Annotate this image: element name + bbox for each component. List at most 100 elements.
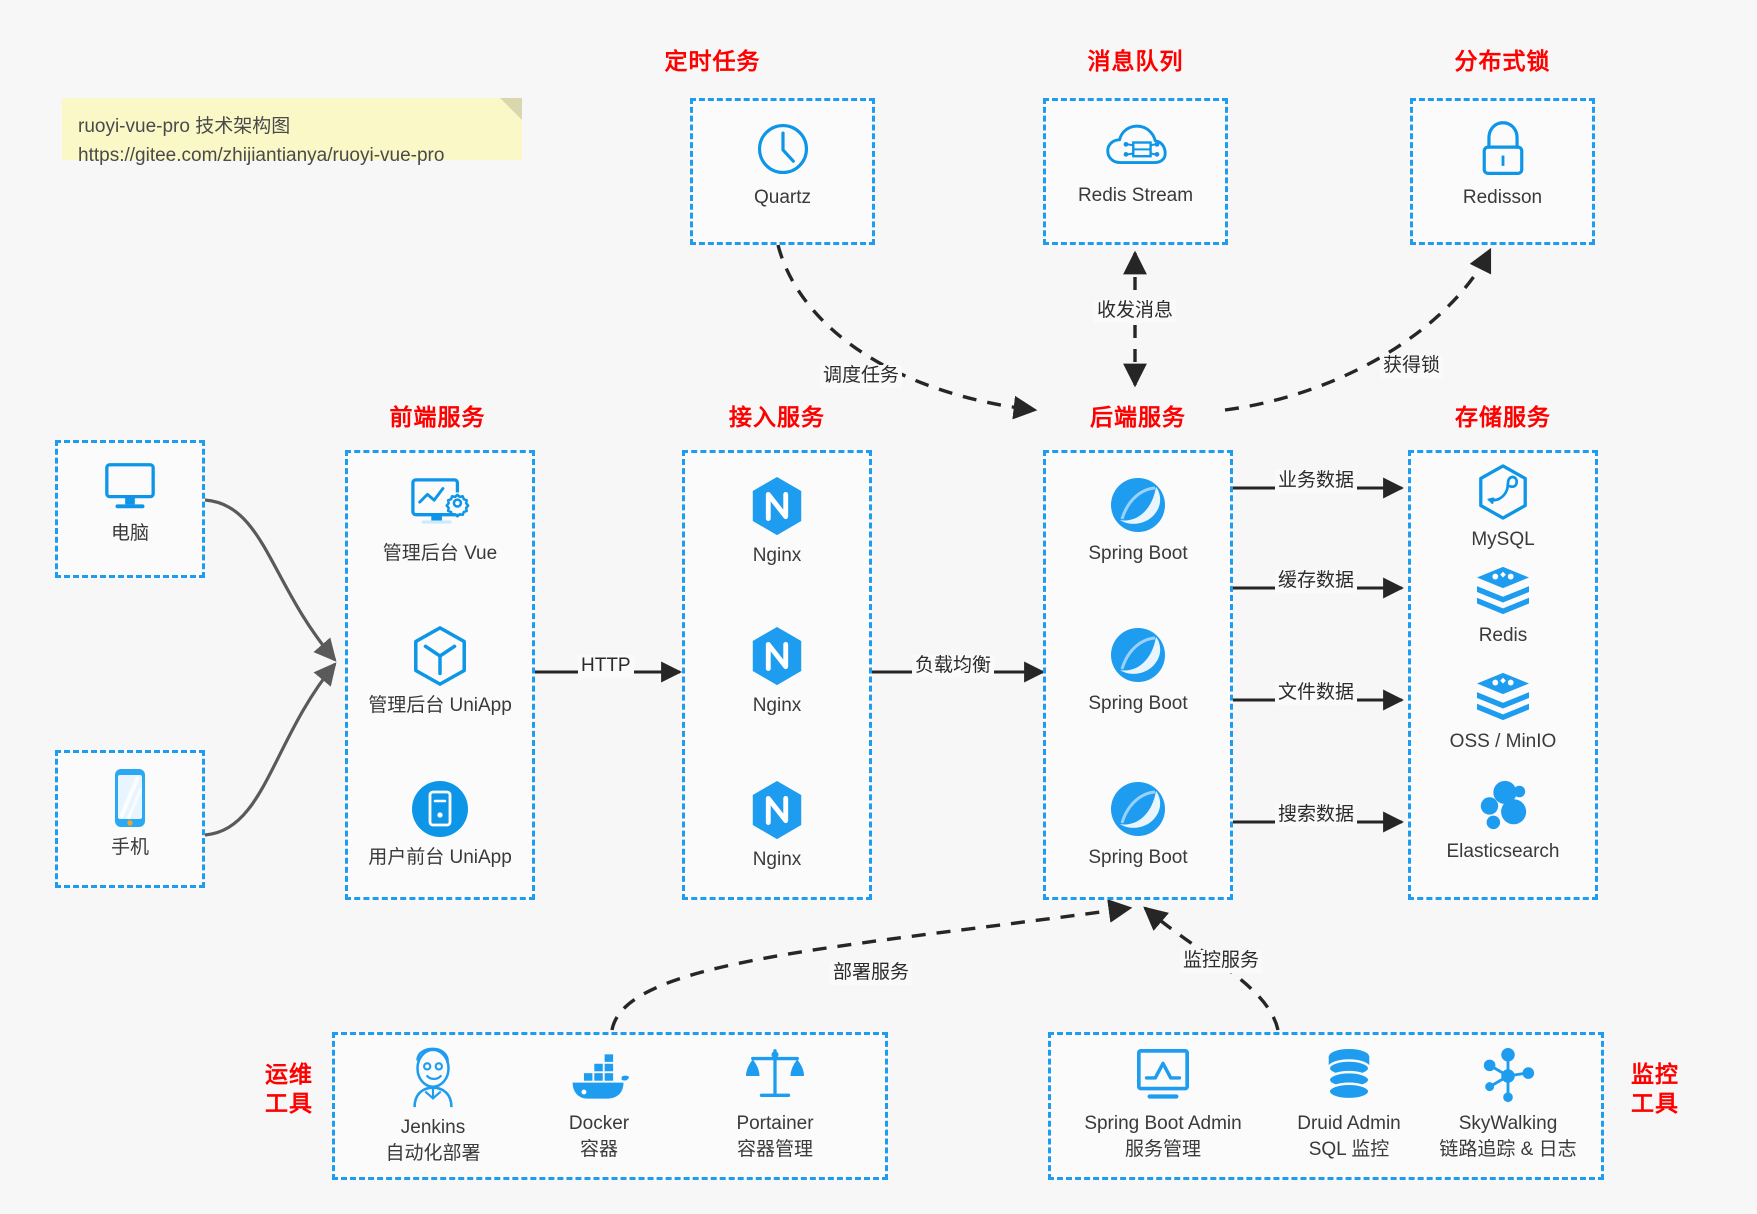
redis-icon: [1474, 565, 1532, 617]
note-card: ruoyi-vue-pro 技术架构图 https://gitee.com/zh…: [62, 98, 522, 166]
node-mysql[interactable]: MySQL: [1411, 463, 1595, 553]
node-label: Spring Boot Admin: [1084, 1113, 1242, 1134]
note-line-title: ruoyi-vue-pro 技术架构图: [78, 116, 291, 137]
node-label: OSS / MinIO: [1449, 731, 1557, 752]
network-nodes-icon: [1478, 1047, 1538, 1105]
node-nginx-3[interactable]: Nginx: [685, 779, 869, 873]
clock-icon: [753, 119, 813, 179]
node-sublabel: 服务管理: [1124, 1138, 1201, 1160]
elasticsearch-icon: [1474, 777, 1532, 833]
lock-icon: [1474, 119, 1532, 179]
group-client-pc: 电脑: [55, 440, 205, 578]
edge-label-file-data: 文件数据: [1275, 682, 1358, 705]
node-nginx-2[interactable]: Nginx: [685, 625, 869, 719]
node-oss-minio[interactable]: OSS / MinIO: [1411, 671, 1595, 755]
node-label: Jenkins: [400, 1117, 466, 1138]
node-sublabel: 容器管理: [736, 1138, 813, 1160]
node-phone[interactable]: 手机: [58, 767, 202, 861]
node-redisson[interactable]: Redisson: [1413, 119, 1592, 211]
node-redis[interactable]: Redis: [1411, 565, 1595, 649]
node-label: 用户前台 UniApp: [368, 847, 512, 868]
group-title-distributed-lock: 分布式锁: [1454, 48, 1551, 74]
edge-label-acquire-lock: 获得锁: [1380, 355, 1444, 378]
node-label: MySQL: [1471, 529, 1535, 550]
node-spring-boot-2[interactable]: Spring Boot: [1046, 625, 1230, 717]
monitor-title-line1: 监控: [1631, 1061, 1679, 1087]
edge-label-business-data: 业务数据: [1275, 470, 1358, 493]
edge-label-http: HTTP: [578, 655, 634, 678]
node-label: Nginx: [752, 849, 802, 870]
node-label: SkyWalking: [1458, 1113, 1558, 1134]
node-spring-boot-3[interactable]: Spring Boot: [1046, 779, 1230, 871]
node-label: Nginx: [752, 545, 802, 566]
group-client-phone: 手机: [55, 750, 205, 888]
node-docker[interactable]: Docker 容器: [519, 1047, 679, 1162]
jenkins-icon: [404, 1047, 462, 1109]
node-spring-boot-1[interactable]: Spring Boot: [1046, 475, 1230, 567]
node-quartz[interactable]: Quartz: [693, 119, 872, 211]
node-redis-stream[interactable]: Redis Stream: [1046, 119, 1225, 209]
node-label: Nginx: [752, 695, 802, 716]
node-label: Docker: [568, 1113, 630, 1134]
group-title-backend: 后端服务: [1090, 404, 1186, 430]
node-label: Redis: [1478, 625, 1528, 646]
group-title-gateway: 接入服务: [729, 404, 825, 430]
node-nginx-1[interactable]: Nginx: [685, 475, 869, 569]
node-spring-boot-admin[interactable]: Spring Boot Admin 服务管理: [1063, 1047, 1263, 1162]
group-title-message-queue: 消息队列: [1087, 48, 1184, 74]
group-storage: MySQL Redis: [1408, 450, 1598, 900]
node-jenkins[interactable]: Jenkins 自动化部署: [353, 1047, 513, 1166]
spring-boot-icon: [1108, 475, 1168, 535]
spring-boot-icon: [1108, 779, 1168, 839]
group-scheduled-task: Quartz: [690, 98, 875, 245]
devops-title-line1: 运维: [265, 1061, 313, 1087]
mobile-app-icon: [410, 779, 470, 839]
cloud-stream-icon: [1105, 119, 1167, 177]
node-sublabel: 容器: [579, 1138, 618, 1160]
node-sublabel: SQL 监控: [1308, 1138, 1390, 1160]
group-monitor-tools: Spring Boot Admin 服务管理 Druid Admin SQL 监…: [1048, 1032, 1604, 1180]
cube-icon: [410, 625, 470, 687]
group-message-queue: Redis Stream: [1043, 98, 1228, 245]
docker-icon: [567, 1047, 631, 1105]
node-label: Spring Boot: [1088, 847, 1188, 868]
node-label: Portainer: [736, 1113, 814, 1134]
group-frontend: 管理后台 Vue 管理后台 UniApp: [345, 450, 535, 900]
node-label: Redisson: [1462, 187, 1543, 208]
node-pc[interactable]: 电脑: [58, 459, 202, 547]
monitor-title-line2: 工具: [1631, 1089, 1679, 1116]
devops-title-line2: 工具: [265, 1089, 313, 1116]
node-label: 管理后台 Vue: [382, 543, 498, 564]
node-label: 管理后台 UniApp: [368, 695, 512, 716]
node-sublabel: 自动化部署: [385, 1142, 481, 1164]
group-backend: Spring Boot Spring Boot Spring Boot: [1043, 450, 1233, 900]
node-admin-uniapp[interactable]: 管理后台 UniApp: [348, 625, 532, 719]
edge-label-send-receive-msg: 收发消息: [1094, 300, 1177, 323]
dashboard-gear-icon: [408, 475, 472, 535]
node-druid-admin[interactable]: Druid Admin SQL 监控: [1269, 1047, 1429, 1162]
database-icon: [1321, 1047, 1377, 1105]
node-label: Spring Boot: [1088, 543, 1188, 564]
node-admin-vue[interactable]: 管理后台 Vue: [348, 475, 532, 567]
node-skywalking[interactable]: SkyWalking 链路追踪 & 日志: [1413, 1047, 1603, 1162]
edge-label-schedule-task: 调度任务: [820, 365, 903, 388]
nginx-icon: [748, 779, 806, 841]
node-portainer[interactable]: Portainer 容器管理: [685, 1045, 865, 1162]
node-user-uniapp[interactable]: 用户前台 UniApp: [348, 779, 532, 871]
group-title-storage: 存储服务: [1455, 404, 1551, 430]
edge-label-search-data: 搜索数据: [1275, 804, 1358, 827]
scales-icon: [744, 1045, 806, 1105]
node-label: Redis Stream: [1077, 185, 1194, 206]
edge-label-cache-data: 缓存数据: [1275, 570, 1358, 593]
desktop-icon: [99, 459, 161, 515]
note-line-url: https://gitee.com/zhijiantianya/ruoyi-vu…: [78, 145, 445, 167]
note-fold-corner: [500, 98, 522, 120]
node-label: 手机: [110, 837, 149, 858]
node-elasticsearch[interactable]: Elasticsearch: [1411, 777, 1595, 865]
nginx-icon: [748, 475, 806, 537]
group-devops-tools: Jenkins 自动化部署 Docker 容器: [332, 1032, 888, 1180]
storage-stack-icon: [1474, 671, 1532, 723]
edge-label-deploy-service: 部署服务: [830, 962, 913, 985]
node-sublabel: 链路追踪 & 日志: [1439, 1138, 1577, 1160]
